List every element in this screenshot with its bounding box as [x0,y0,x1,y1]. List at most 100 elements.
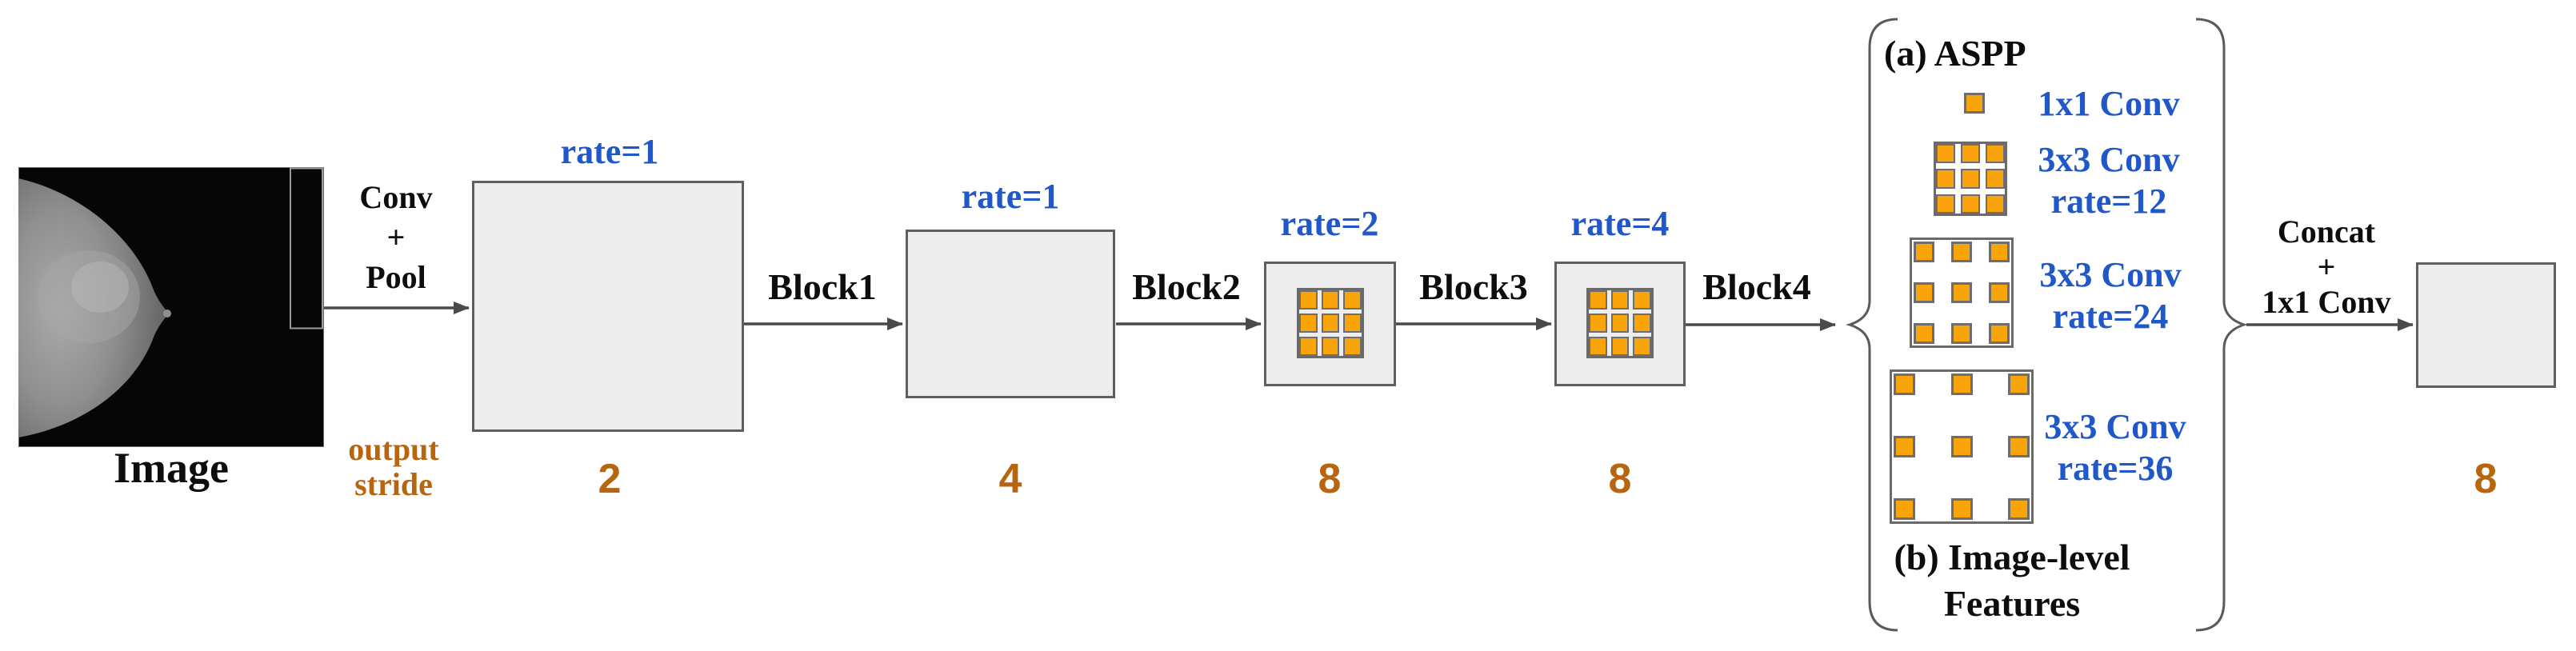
aspp-branch-label-line: rate=12 [2050,182,2167,221]
output-feature-map [2416,262,2556,388]
kernel-cell [1894,436,1915,457]
kernel-cell [1950,498,1973,520]
input-image [18,166,325,448]
kernel-cell [1894,373,1915,395]
input-image-label: Image [114,444,229,492]
kernel-cell [1299,337,1318,356]
kernel-cell [1343,290,1362,310]
block2-output-stride: 4 [998,456,1022,502]
kernel-cell [1951,242,1972,262]
aspp-branch-label-line: 3x3 Conv [2038,140,2180,179]
kernel-cell [1986,194,2005,214]
concat-label: Concat + 1x1 Conv [2262,214,2390,320]
kernel-cell [1321,290,1340,310]
kernel-cell [1951,323,1972,344]
kernel-cell [1633,290,1651,310]
aspp-branch-rate12-label: 3x3 Conv rate=12 [2038,139,2179,222]
stem-label-line: Pool [366,259,426,295]
kernel-cell [1321,314,1340,333]
aspp-branch-rate24-label: 3x3 Conv rate=24 [2039,254,2181,337]
block4-feature-map [1554,262,1686,386]
block3-arrow-label: Block3 [1419,266,1528,307]
stem-label-line: + [386,219,406,255]
kernel-cell [1610,290,1630,310]
output-stride-legend-line: output [348,431,439,467]
block3-rate-label: rate=2 [1280,204,1379,243]
aspp-branch-rate36-label: 3x3 Conv rate=36 [2044,406,2186,489]
kernel-cell [1343,314,1362,333]
kernel-row [1894,498,2030,520]
aspp-footer-line: Features [1943,583,2081,624]
kernel-cell [1986,144,2005,164]
block1-arrow-label: Block1 [768,266,877,307]
roi-outline [290,167,323,329]
kernel-row [1914,323,2010,344]
aspp-branch-label-line: rate=36 [2057,449,2174,488]
kernel-cell [1610,337,1630,356]
kernel-row [1914,282,2010,303]
kernel-cell [1589,290,1607,310]
concat-label-line: + [2317,249,2336,285]
kernel-cell [2008,498,2030,520]
aspp-branch-label-line: 3x3 Conv [2039,255,2182,294]
kernel-cell [1961,144,1980,164]
aspp-rate36-kernel-grid [1890,369,2034,524]
kernel-cell [1914,282,1934,303]
aspp-branch-label-line: rate=24 [2052,297,2169,336]
aspp-branch-label-line: 3x3 Conv [2044,407,2186,446]
kernel-cell [1989,282,2010,303]
kernel-row [1894,436,2030,457]
block4-output-stride: 8 [1608,456,1632,502]
aspp-footer: (b) Image-level Features [1894,534,2130,627]
stem-label-line: Conv [359,179,433,215]
block1-output-stride: 2 [598,456,622,502]
kernel-cell [1589,337,1607,356]
aspp-left-brace [1846,18,1898,632]
block3-atrous-kernel-grid [1297,288,1364,358]
output-stride-legend-line: stride [354,466,433,502]
kernel-cell [1914,242,1934,262]
block4-rate-label: rate=4 [1570,204,1670,243]
block2-feature-map [906,230,1115,398]
kernel-cell [1343,337,1362,356]
kernel-cell [1936,144,1955,164]
block2-arrow-label: Block2 [1132,266,1241,307]
concat-label-line: Concat [2277,214,2376,250]
kernel-cell [1914,323,1934,344]
kernel-cell [2008,436,2030,457]
kernel-cell [2008,373,2030,395]
block1-rate-label: rate=1 [560,132,659,171]
aspp-1x1-kernel-square [1964,93,1985,114]
aspp-branch-label-line: 1x1 Conv [2038,84,2180,123]
kernel-cell [1936,169,1955,189]
block2-rate-label: rate=1 [961,177,1060,216]
aspp-right-brace [2195,18,2248,632]
aspp-footer-line: (b) Image-level [1894,537,2130,577]
stem-label: Conv + Pool [359,178,432,298]
kernel-cell [1989,242,2010,262]
kernel-cell [1633,314,1651,333]
aspp-rate12-kernel-grid [1934,142,2007,216]
kernel-cell [1299,314,1318,333]
aspp-rate24-kernel-grid [1910,238,2014,348]
kernel-cell [1989,323,2010,344]
block3-output-stride: 8 [1318,456,1342,502]
aspp-branch-1x1-label: 1x1 Conv [2038,83,2179,125]
concat-label-line: 1x1 Conv [2262,284,2391,320]
output-stride-value: 8 [2474,456,2498,502]
kernel-cell [1936,194,1955,214]
mammogram-graphic [18,166,325,448]
kernel-row [1894,373,2030,395]
kernel-cell [1321,337,1340,356]
kernel-cell [1950,373,1973,395]
kernel-cell [1986,169,2005,189]
kernel-cell [1299,290,1318,310]
kernel-cell [1589,314,1607,333]
kernel-row [1914,242,2010,262]
kernel-cell [1951,282,1972,303]
block1-feature-map [472,181,744,432]
output-stride-legend: output stride [348,432,438,502]
block4-arrow-label: Block4 [1702,266,1811,307]
kernel-cell [1961,194,1980,214]
